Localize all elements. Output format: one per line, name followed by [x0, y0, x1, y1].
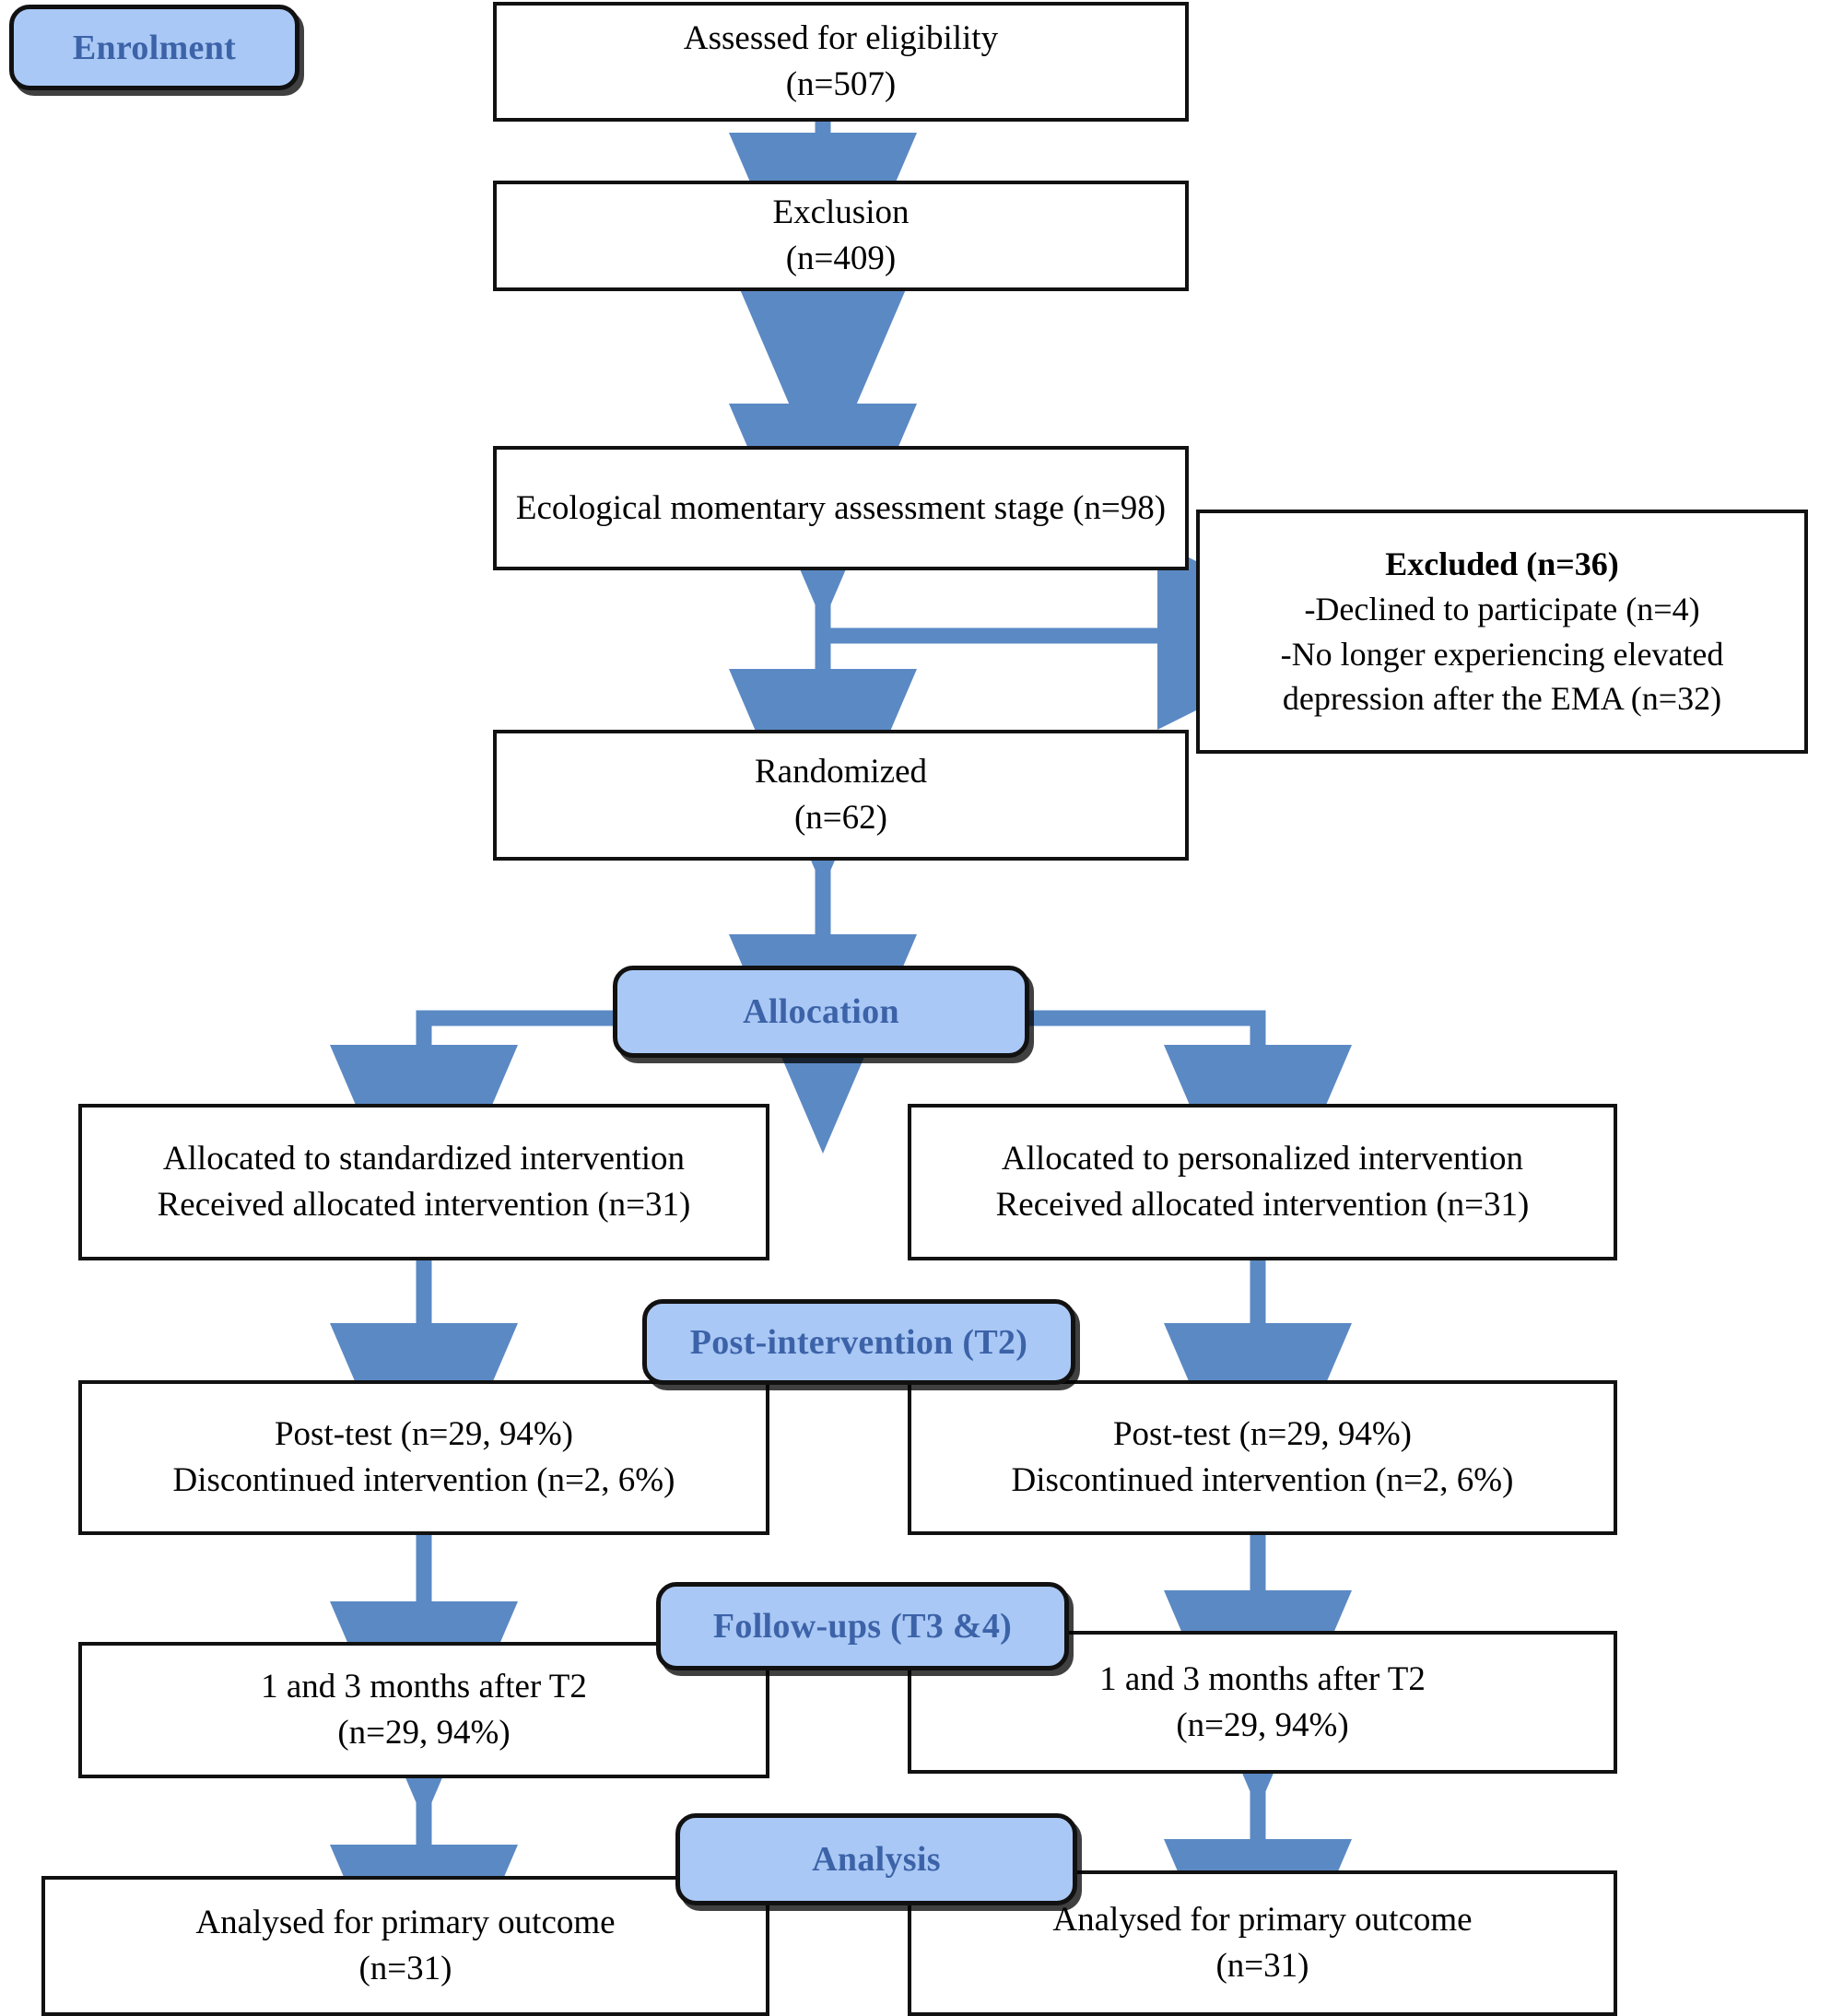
box-followup-standardized: 1 and 3 months after T2 (n=29, 94%)	[78, 1642, 769, 1778]
box-analysed-standardized: Analysed for primary outcome (n=31)	[41, 1876, 769, 2016]
box-followup-standardized-text: 1 and 3 months after T2 (n=29, 94%)	[261, 1668, 587, 1752]
followup-to-analysis-arrows	[330, 1774, 1352, 2016]
box-ema-text: Ecological momentary assessment stage (n…	[515, 488, 1167, 527]
box-excluded-detail-text: Excluded (n=36) -Declined to participate…	[1280, 545, 1724, 718]
stage-pill-allocation-label: Allocation	[743, 992, 899, 1031]
box-ema-stage: Ecological momentary assessment stage (n…	[493, 446, 1189, 570]
stage-pill-enrolment: Enrolment	[9, 5, 299, 90]
box-allocated-standardized: Allocated to standardized intervention R…	[78, 1104, 769, 1260]
box-assessed-text: Assessed for eligibility (n=507)	[683, 19, 999, 103]
box-randomized-text: Randomized (n=62)	[754, 753, 927, 837]
box-assessed-for-eligibility: Assessed for eligibility (n=507)	[493, 2, 1189, 122]
box-analysed-standardized-text: Analysed for primary outcome (n=31)	[195, 1904, 616, 1987]
box-exclusion-text: Exclusion (n=409)	[772, 193, 910, 277]
box-posttest-personalized-text: Post-test (n=29, 94%) Discontinued inter…	[1011, 1415, 1514, 1499]
allocation-right-branch	[1027, 1010, 1352, 1264]
box-randomized: Randomized (n=62)	[493, 730, 1189, 861]
box-allocated-personalized: Allocated to personalized intervention R…	[908, 1104, 1617, 1260]
box-analysed-personalized-text: Analysed for primary outcome (n=31)	[1052, 1901, 1473, 1985]
box-exclusion: Exclusion (n=409)	[493, 181, 1189, 291]
stage-pill-enrolment-label: Enrolment	[72, 28, 237, 67]
box-posttest-standardized: Post-test (n=29, 94%) Discontinued inter…	[78, 1380, 769, 1535]
box-excluded-detail: Excluded (n=36) -Declined to participate…	[1196, 510, 1808, 754]
stage-pill-analysis-label: Analysis	[812, 1840, 941, 1879]
allocation-to-posttest-arrows	[330, 1260, 1352, 1542]
stage-pill-allocation: Allocation	[613, 966, 1029, 1058]
box-allocated-personalized-text: Allocated to personalized intervention R…	[995, 1140, 1530, 1224]
box-allocated-standardized-text: Allocated to standardized intervention R…	[157, 1140, 691, 1224]
stage-pill-post-intervention: Post-intervention (T2)	[642, 1299, 1075, 1385]
box-posttest-standardized-text: Post-test (n=29, 94%) Discontinued inter…	[172, 1415, 675, 1499]
stage-pill-followups: Follow-ups (T3 &4)	[656, 1582, 1069, 1670]
allocation-left-branch	[330, 1010, 613, 1264]
stage-pill-analysis: Analysis	[675, 1813, 1077, 1905]
posttest-to-followup-arrows	[330, 1534, 1352, 1821]
stage-pill-followups-label: Follow-ups (T3 &4)	[712, 1607, 1013, 1646]
box-followup-personalized-text: 1 and 3 months after T2 (n=29, 94%)	[1099, 1659, 1426, 1744]
stage-pill-post-intervention-label: Post-intervention (T2)	[689, 1322, 1028, 1362]
box-posttest-personalized: Post-test (n=29, 94%) Discontinued inter…	[908, 1380, 1617, 1535]
